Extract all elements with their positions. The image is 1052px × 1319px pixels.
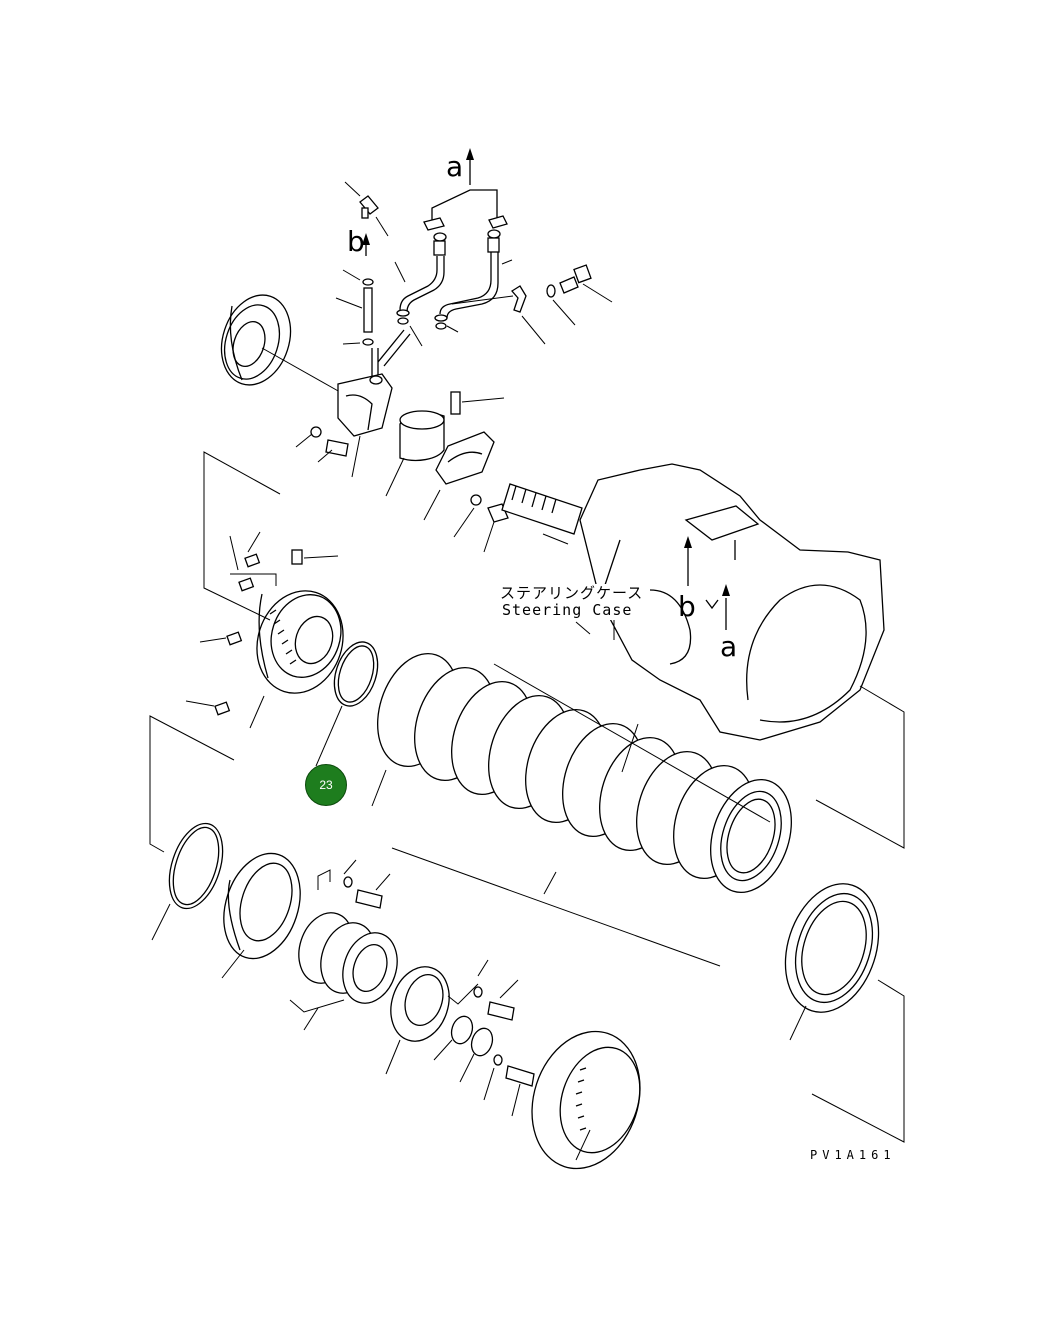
callout-badge-23[interactable]: 23 bbox=[305, 764, 347, 806]
spring-set bbox=[289, 912, 398, 1031]
arrow-label-a-case: a bbox=[720, 630, 738, 663]
housing-flange bbox=[221, 852, 391, 979]
steering-case-label-en: Steering Case bbox=[502, 601, 633, 620]
brake-drum bbox=[531, 1030, 641, 1170]
brake-hub bbox=[185, 451, 344, 729]
piston-retainer bbox=[385, 959, 535, 1117]
steering-case-label-jp: ステアリングケース bbox=[500, 584, 644, 603]
clutch-disc-pack bbox=[371, 652, 792, 967]
bracket-and-sleeve bbox=[295, 373, 509, 553]
arrow-label-a-top: a bbox=[446, 150, 464, 183]
cover-plate bbox=[220, 294, 341, 393]
splined-shaft bbox=[501, 483, 583, 545]
lower-seal-ring bbox=[149, 715, 235, 941]
o-ring bbox=[315, 641, 379, 767]
oil-piping-assembly bbox=[335, 148, 613, 378]
steering-case bbox=[575, 463, 885, 741]
drawing-code: PV1A161 bbox=[810, 1148, 896, 1162]
arrow-label-b-left: b bbox=[347, 225, 365, 258]
arrow-label-b-case: b bbox=[678, 590, 696, 623]
ring-gear bbox=[784, 883, 880, 1041]
